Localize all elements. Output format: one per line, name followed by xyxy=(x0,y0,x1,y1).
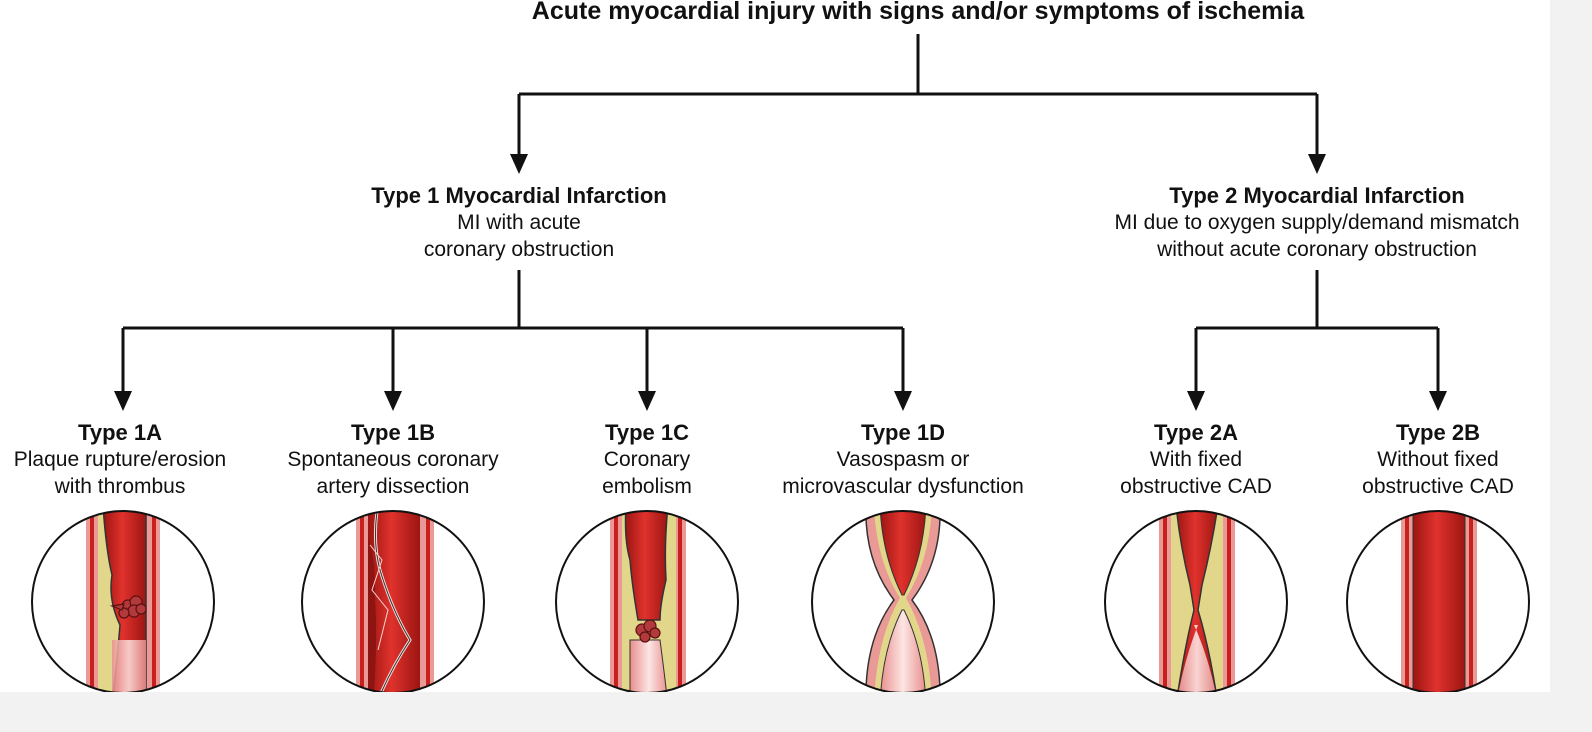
type2-heading: Type 2 Myocardial Infarction xyxy=(1169,183,1465,208)
arrow-type1c xyxy=(638,391,656,411)
arrow-type2b xyxy=(1429,391,1447,411)
subtype-line1: Spontaneous coronary xyxy=(287,448,499,471)
type2-box: Type 2 Myocardial Infarction MI due to o… xyxy=(1114,182,1519,263)
arrow-type1d xyxy=(894,391,912,411)
arrowheads xyxy=(114,154,1447,411)
subtype-heading: Type 2B xyxy=(1396,420,1480,445)
subtype-1a: Type 1A Plaque rupture/erosion with thro… xyxy=(14,419,226,500)
type2-line1: MI due to oxygen supply/demand mismatch xyxy=(1114,211,1520,234)
arrow-type2a xyxy=(1187,391,1205,411)
type1-line1: MI with acute xyxy=(457,211,581,234)
subtype-heading: Type 1C xyxy=(605,420,689,445)
subtype-line1: With fixed xyxy=(1149,448,1243,471)
subtype-2a: Type 2A With fixed obstructive CAD xyxy=(1120,419,1272,500)
subtype-line1: Plaque rupture/erosion xyxy=(13,448,227,471)
connector-lines xyxy=(121,34,1440,395)
subtype-1d: Type 1D Vasospasm or microvascular dysfu… xyxy=(782,419,1024,500)
subtype-heading: Type 1B xyxy=(351,420,435,445)
subtype-heading: Type 1D xyxy=(861,420,945,445)
type1-heading: Type 1 Myocardial Infarction xyxy=(371,183,667,208)
subtype-2b: Type 2B Without fixed obstructive CAD xyxy=(1362,419,1514,500)
subtype-line2: obstructive CAD xyxy=(1120,475,1272,498)
vessel-illustration-type2b xyxy=(1346,510,1530,692)
subtype-line1: Vasospasm or xyxy=(836,448,970,471)
vessel-illustration-type1c xyxy=(555,510,739,692)
vessel-illustration-type1d xyxy=(811,510,995,692)
subtype-line1: Coronary xyxy=(603,448,691,471)
subtype-line2: obstructive CAD xyxy=(1362,475,1514,498)
vessel-illustration-type2a xyxy=(1104,510,1288,692)
arrow-type1a xyxy=(114,391,132,411)
arrow-type1 xyxy=(510,154,528,174)
arrow-type1b xyxy=(384,391,402,411)
subtype-1c: Type 1C Coronary embolism xyxy=(602,419,692,500)
subtype-line2: embolism xyxy=(602,475,692,498)
subtype-1b: Type 1B Spontaneous coronary artery diss… xyxy=(287,419,498,500)
diagram-canvas: Acute myocardial injury with signs and/o… xyxy=(0,0,1550,692)
subtype-line2: with thrombus xyxy=(54,475,186,498)
type1-box: Type 1 Myocardial Infarction MI with acu… xyxy=(371,182,666,263)
subtype-heading: Type 2A xyxy=(1154,420,1238,445)
subtype-line2: artery dissection xyxy=(316,475,470,498)
type2-line2: without acute coronary obstruction xyxy=(1157,238,1477,261)
subtype-line2: microvascular dysfunction xyxy=(782,475,1024,498)
subtype-heading: Type 1A xyxy=(78,420,162,445)
diagram-graphics xyxy=(31,34,1530,692)
arrow-type2 xyxy=(1308,154,1326,174)
vessel-illustration-type1b xyxy=(301,510,485,692)
diagram-title: Acute myocardial injury with signs and/o… xyxy=(531,0,1305,25)
subtype-line1: Without fixed xyxy=(1377,448,1499,471)
vessel-illustration-type1a xyxy=(31,510,215,692)
type1-line2: coronary obstruction xyxy=(423,238,615,261)
